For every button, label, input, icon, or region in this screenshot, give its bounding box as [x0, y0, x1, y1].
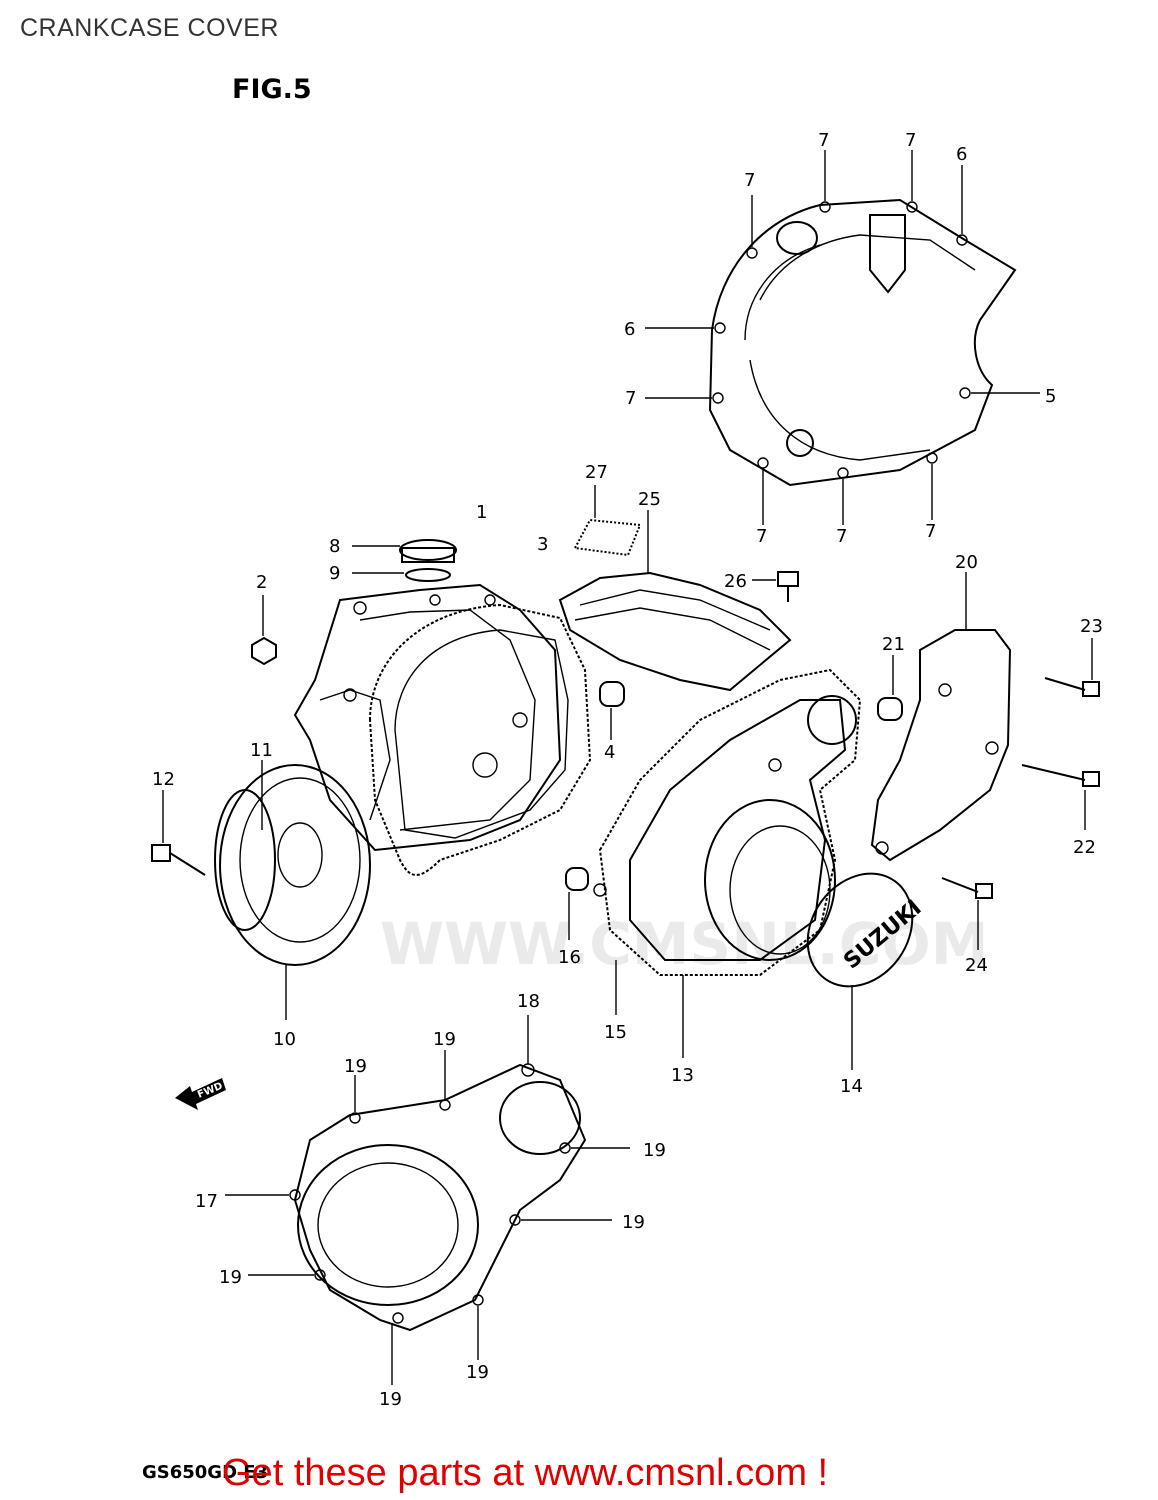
callout-label: 7 [818, 130, 829, 151]
gasket-clutch [368, 603, 592, 876]
callout-label: 18 [517, 991, 540, 1012]
callout-label: 5 [1045, 386, 1056, 407]
callout-label: 13 [671, 1065, 694, 1086]
callout-label: 16 [558, 947, 581, 968]
emblem-brand-text: SUZUKI [839, 896, 926, 975]
callout-label: 20 [955, 552, 978, 573]
model-code: GS650GD E3 [142, 1462, 269, 1483]
callout-label: 19 [643, 1140, 666, 1161]
callout-label: 10 [273, 1029, 296, 1050]
suzuki-emblem: SUZUKI [806, 872, 926, 1070]
callout-label: 6 [624, 319, 635, 340]
starter-cover [151, 760, 371, 1020]
page-title: CRANKCASE COVER [20, 14, 279, 42]
bolt-26 [752, 571, 799, 602]
callout-label: 27 [585, 462, 608, 483]
callout-label: 7 [925, 521, 936, 542]
callout-label: 19 [344, 1056, 367, 1077]
plug-2 [251, 595, 277, 666]
generator-cover [225, 1015, 630, 1385]
callout-label: 12 [152, 769, 175, 790]
callout-label: 21 [882, 634, 905, 655]
callout-label: 7 [744, 170, 755, 191]
callout-label: 7 [625, 388, 636, 409]
oil-filler-cap [352, 539, 457, 582]
side-cover [870, 572, 1012, 862]
callout-label: 15 [604, 1022, 627, 1043]
callout-label: 19 [466, 1362, 489, 1383]
callout-label: 22 [1073, 837, 1096, 858]
callout-label: 14 [840, 1076, 863, 1097]
callout-label: 2 [256, 572, 267, 593]
callout-label: 26 [724, 571, 747, 592]
callout-label: 7 [756, 526, 767, 547]
forward-arrow-icon: FWD [175, 1078, 226, 1110]
callout-numbers: 7 7 7 6 6 7 5 7 7 7 27 25 1 3 8 9 2 26 2… [152, 130, 1103, 1410]
callout-label: 17 [195, 1191, 218, 1212]
callout-label: 19 [433, 1029, 456, 1050]
figure-label: FIG.5 [232, 74, 312, 105]
callout-label: 3 [537, 534, 548, 555]
callout-label: 1 [476, 502, 487, 523]
callout-label: 9 [329, 563, 340, 584]
callout-label: 4 [604, 742, 615, 763]
callout-label: 23 [1080, 616, 1103, 637]
watermark: WWW.CMSNL.COM [380, 910, 989, 978]
callout-label: 7 [836, 526, 847, 547]
callout-label: 25 [638, 489, 661, 510]
callout-label: 8 [329, 536, 340, 557]
clutch-cover [645, 150, 1040, 525]
callout-label: 19 [379, 1389, 402, 1410]
callout-label: 6 [956, 144, 967, 165]
bolts-right [941, 638, 1100, 950]
callout-label: 24 [965, 955, 988, 976]
magneto-cover [593, 668, 862, 1058]
breather-cover [558, 485, 792, 692]
callout-label: 11 [250, 740, 273, 761]
callout-label: 7 [905, 130, 916, 151]
callout-label: 19 [219, 1267, 242, 1288]
crankcase-housing [293, 583, 562, 852]
callout-label: 19 [622, 1212, 645, 1233]
dowel-pins [565, 655, 903, 940]
promo-link[interactable]: Get these parts at www.cmsnl.com ! [222, 1452, 829, 1494]
